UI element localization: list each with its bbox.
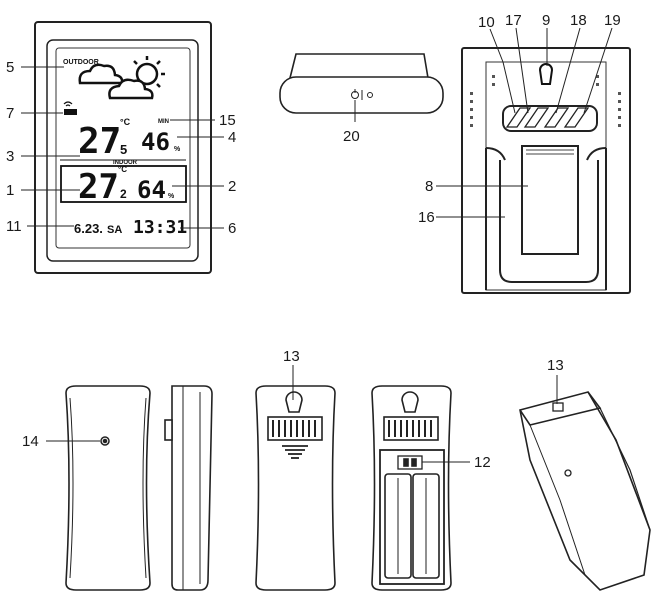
callout-2: 2 xyxy=(228,178,236,195)
indoor-temp-unit: °C xyxy=(118,165,127,174)
sensor-front xyxy=(65,385,151,591)
callout-13-a: 13 xyxy=(283,348,300,365)
outdoor-humidity-unit: % xyxy=(174,146,181,153)
sensor-back-closed xyxy=(255,385,336,591)
callout-15: 15 xyxy=(219,112,236,129)
weekday-display: SA xyxy=(107,224,122,236)
outdoor-label: OUTDOOR xyxy=(63,59,99,66)
date-display: 6.23. xyxy=(74,221,103,236)
reset-button-icon xyxy=(351,89,373,100)
wireless-signal-icon xyxy=(63,101,73,107)
callout-10: 10 xyxy=(478,14,495,31)
hanging-hole-icon xyxy=(538,63,554,85)
sensor-back-open xyxy=(371,385,452,591)
callout-5: 5 xyxy=(6,59,14,76)
battery-icon xyxy=(64,109,77,115)
sensor-side xyxy=(164,385,213,591)
time-display: 13:31 xyxy=(133,217,187,238)
callout-19: 19 xyxy=(604,12,621,29)
callout-6: 6 xyxy=(228,220,236,237)
main-unit-top-view xyxy=(279,53,444,114)
main-unit-front: OUTDOOR 27 °C 5 MIN 46 % INDOOR 27 xyxy=(34,21,212,274)
callout-12: 12 xyxy=(474,454,491,471)
main-unit-back-view xyxy=(461,47,631,294)
callout-4: 4 xyxy=(228,129,236,146)
outdoor-temp-decimal: 5 xyxy=(120,142,127,157)
callout-1: 1 xyxy=(6,182,14,199)
callout-14: 14 xyxy=(22,433,39,450)
sensor-angled xyxy=(519,391,651,591)
callout-20: 20 xyxy=(343,128,360,145)
callout-16: 16 xyxy=(418,209,435,226)
callout-7: 7 xyxy=(6,105,14,122)
indoor-temp: 27 xyxy=(78,167,119,207)
main-unit-callouts: 5 7 3 1 11 15 4 2 6 xyxy=(6,59,236,237)
sun-behind-cloud-icon xyxy=(108,56,165,100)
callout-11: 11 xyxy=(6,218,22,235)
outdoor-temp: 27 xyxy=(78,121,121,162)
callout-17: 17 xyxy=(505,12,522,29)
callout-3: 3 xyxy=(6,148,14,165)
outdoor-temp-unit: °C xyxy=(120,117,131,127)
back-view-callouts: 10 17 9 18 19 8 16 xyxy=(418,12,621,226)
callout-13-b: 13 xyxy=(547,357,564,374)
callout-9: 9 xyxy=(542,12,550,29)
callout-18: 18 xyxy=(570,12,587,29)
outdoor-humidity: 46 xyxy=(141,128,170,156)
min-label: MIN xyxy=(158,119,169,125)
indoor-humidity-unit: % xyxy=(168,193,175,200)
cloud-icon xyxy=(78,63,124,85)
indoor-humidity: 64 xyxy=(137,176,166,204)
callout-8: 8 xyxy=(425,178,433,195)
indoor-temp-decimal: 2 xyxy=(120,187,127,201)
indoor-label: INDOOR xyxy=(113,160,138,166)
